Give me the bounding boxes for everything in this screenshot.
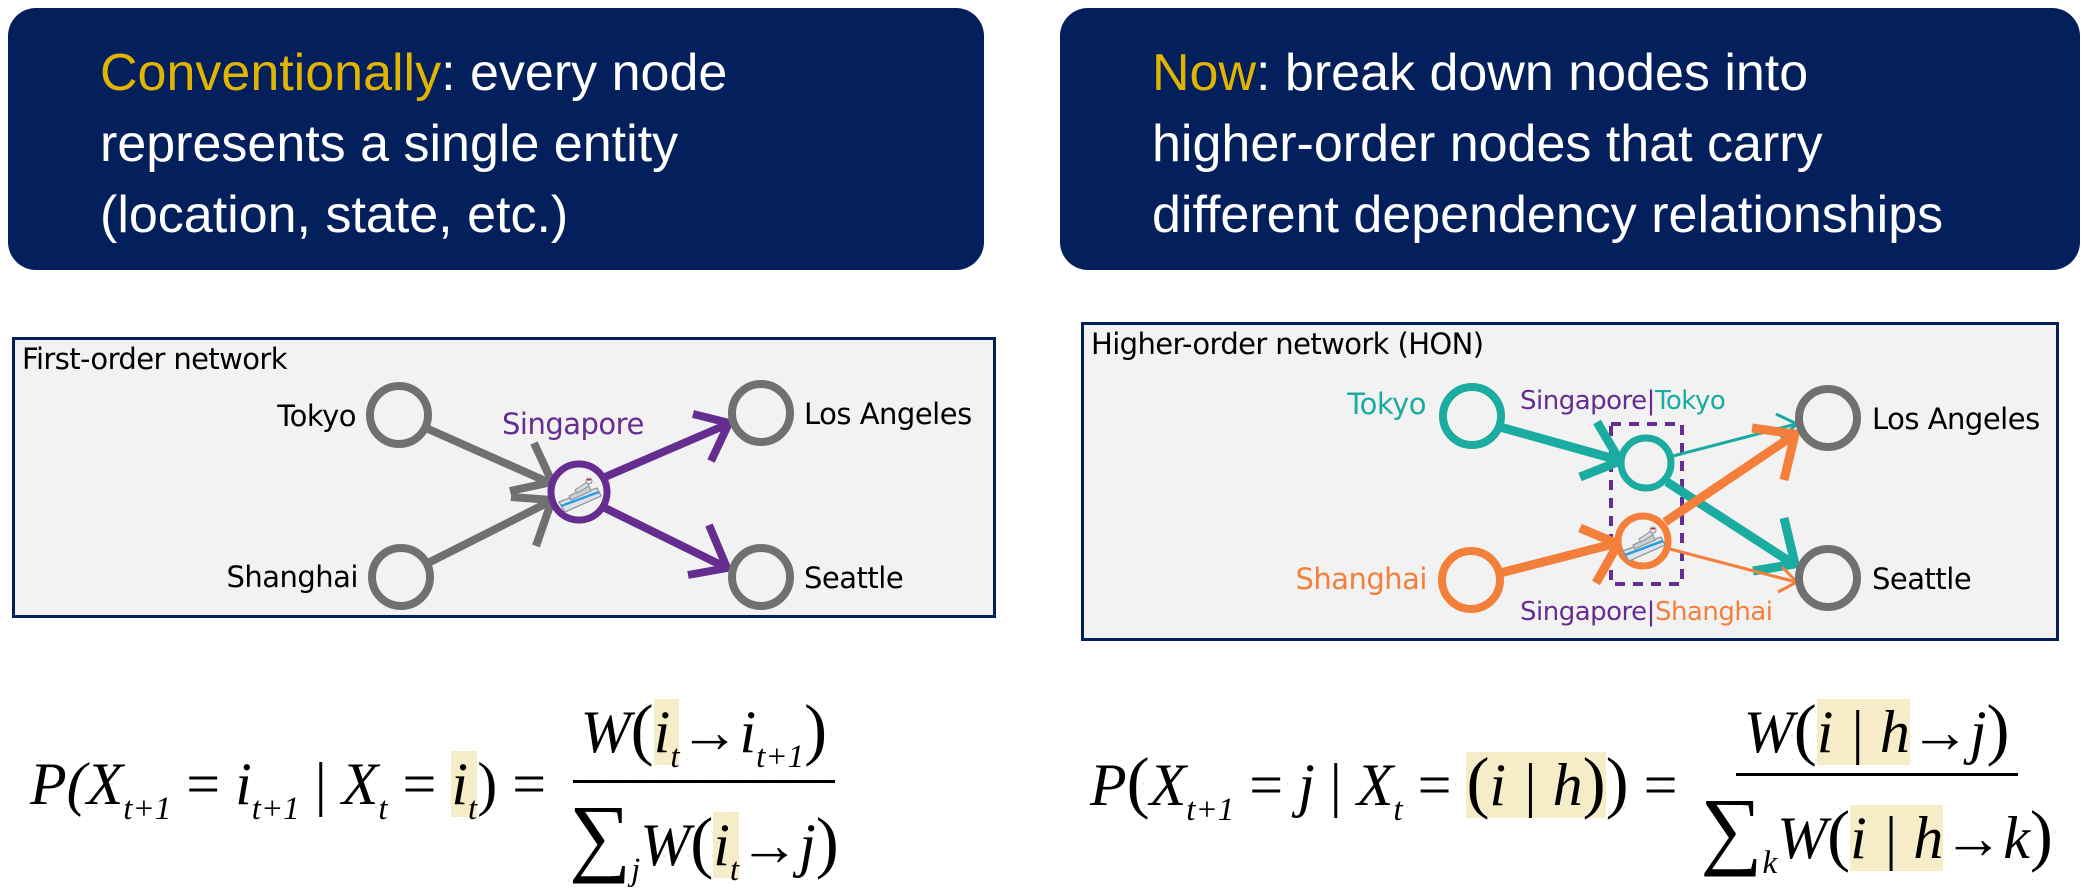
banner-right-line2: higher-order nodes that carry <box>1152 115 1823 173</box>
formula-left-numerator: W(it→it+1) <box>572 690 836 783</box>
now-banner: Now: break down nodes into higher-order … <box>1060 8 2080 270</box>
first-order-network-panel: First-order network <box>12 337 996 618</box>
banner-left-line3: (location, state, etc.) <box>100 186 569 244</box>
banner-right-accent: Now <box>1152 44 1257 102</box>
first-order-title: First-order network <box>22 342 288 376</box>
higher-order-title: Higher-order network (HON) <box>1091 327 1484 361</box>
banner-right-line1-text: : break down nodes into <box>1256 44 1809 102</box>
formula-right-numerator: W(i | h→j) <box>1735 690 2018 776</box>
banner-left-line2: represents a single entity <box>100 115 679 173</box>
formula-left-fraction: W(it→it+1) ∑jW(it→j) <box>561 690 847 889</box>
banner-right-line3: different dependency relationships <box>1152 186 1944 244</box>
formula-right-lhs: P(Xt+1 = j | Xt = (i | h)) = <box>1090 744 1678 828</box>
formula-left-denominator: ∑jW(it→j) <box>569 786 839 888</box>
formula-left-lhs: P(Xt+1 = it+1 | Xt = it) = <box>30 751 547 828</box>
first-order-transition-formula: P(Xt+1 = it+1 | Xt = it) = W(it→it+1) ∑j… <box>30 690 847 889</box>
formula-right-denominator: ∑kW(i | h→k) <box>1700 780 2053 881</box>
banner-left-line1: Conventionally: every node <box>100 38 984 109</box>
higher-order-transition-formula: P(Xt+1 = j | Xt = (i | h)) = W(i | h→j) … <box>1090 690 2061 882</box>
formula-right-fraction: W(i | h→j) ∑kW(i | h→k) <box>1692 690 2060 882</box>
conventional-banner: Conventionally: every node represents a … <box>8 8 984 270</box>
higher-order-network-panel: Higher-order network (HON) <box>1081 322 2059 641</box>
banner-left-accent: Conventionally <box>100 44 442 102</box>
banner-left-line1-text: : every node <box>441 44 728 102</box>
banner-right-line1: Now: break down nodes into <box>1152 38 2080 109</box>
